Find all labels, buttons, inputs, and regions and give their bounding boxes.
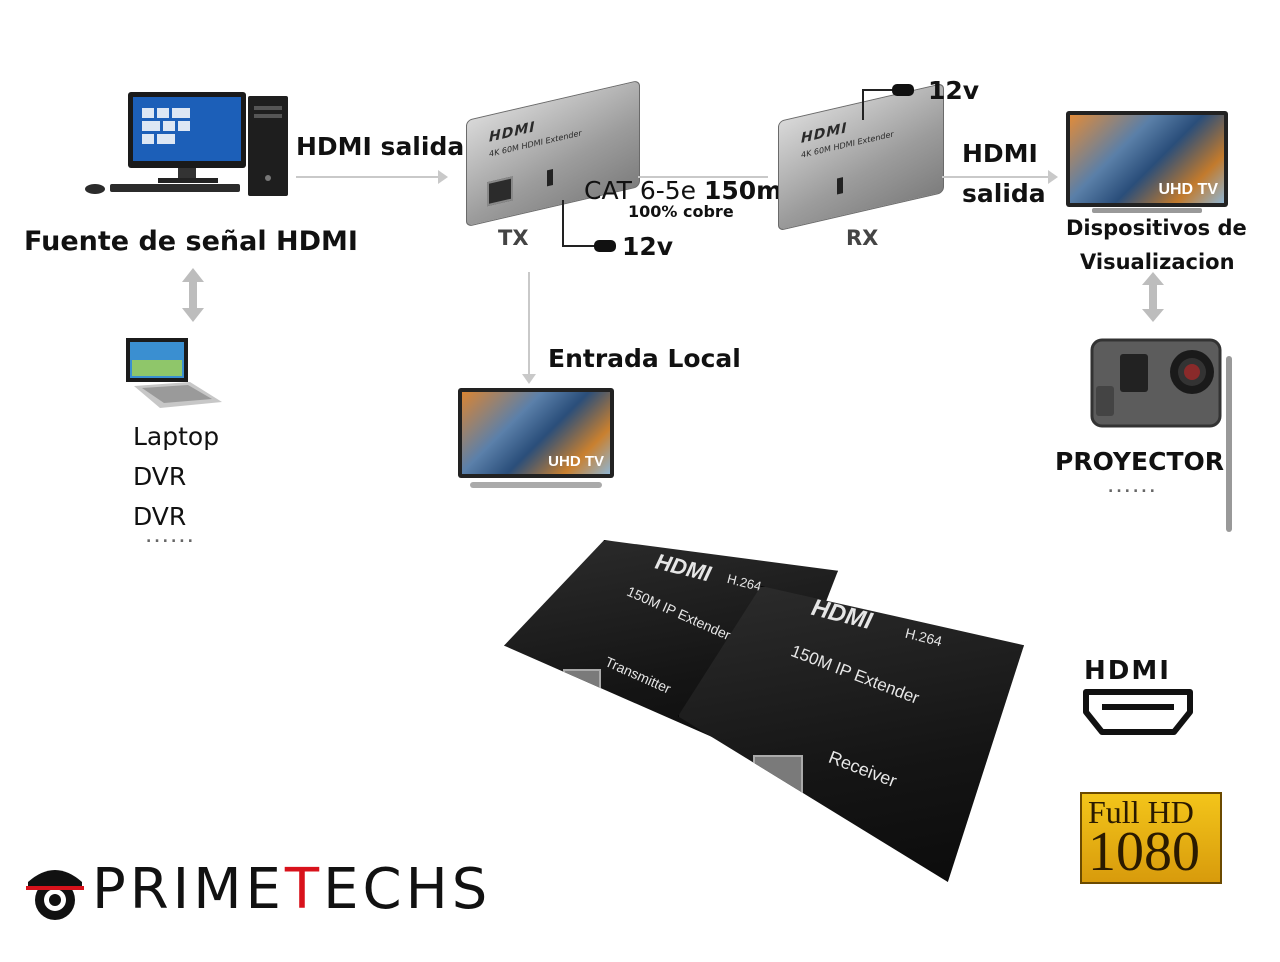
arrow-right-icon xyxy=(438,170,448,184)
display-tv: UHD TV xyxy=(1066,111,1228,207)
double-arrow-vertical-icon xyxy=(1138,272,1168,322)
transmitter-model: 150M IP Extender xyxy=(624,582,734,644)
tx-power-cable-h xyxy=(562,245,596,247)
local-tv: UHD TV xyxy=(458,388,614,478)
connector-rx-display xyxy=(942,176,1050,178)
receiver-model: 150M IP Extender xyxy=(788,641,922,708)
projector-label: PROYECTOR xyxy=(1055,447,1225,476)
dvr-label-1: DVR xyxy=(133,462,187,491)
tx-power-plug-icon xyxy=(594,240,616,252)
rx-hdmi-port xyxy=(837,177,843,195)
arrow-down-icon xyxy=(522,374,536,384)
rx-power-cable-h xyxy=(862,89,894,91)
tx-hdmi-port xyxy=(547,169,553,187)
display-tv-stand xyxy=(1092,208,1202,213)
brand-prefix: PRIME xyxy=(92,857,285,922)
hdmi-output-label-left: HDMI salida xyxy=(296,132,465,161)
brand-suffix: ECHS xyxy=(323,857,492,922)
display-label-1: Dispositivos de xyxy=(1066,216,1247,240)
hdmi-logo-text: HDMI xyxy=(1084,656,1171,686)
primetechs-logo-icon xyxy=(24,858,86,922)
cable-type-label: CAT 6-5e xyxy=(584,176,697,205)
double-arrow-vertical-icon xyxy=(178,268,208,322)
hdmi-logo-badge: HDMI xyxy=(1080,656,1196,740)
dvr-label-2: DVR xyxy=(133,502,187,531)
display-uhd-label: UHD TV xyxy=(1158,181,1218,198)
local-tv-screen: UHD TV xyxy=(462,392,610,474)
transmitter-brand: HDMI xyxy=(652,548,714,587)
arrow-right-icon xyxy=(1048,170,1058,184)
rx-extender: HDMI 4K 60M HDMI Extender xyxy=(778,82,944,232)
right-bracket-line xyxy=(1226,356,1232,532)
rx-power-label: 12v xyxy=(928,76,980,105)
more-displays-dots: ...... xyxy=(1108,480,1158,496)
local-tv-stand xyxy=(470,482,602,488)
receiver-role: Receiver xyxy=(825,746,900,792)
rx-power-cable-v xyxy=(862,90,864,120)
full-hd-badge: Full HD 1080 xyxy=(1080,792,1222,884)
receiver-brand: HDMI xyxy=(808,593,875,636)
full-hd-bottom: 1080 xyxy=(1088,821,1200,883)
receiver-ethernet-port xyxy=(753,755,803,797)
tx-label: TX xyxy=(498,226,529,250)
rx-power-plug-icon xyxy=(892,84,914,96)
more-sources-dots: ...... xyxy=(146,530,196,546)
laptop-icon xyxy=(124,336,224,410)
copper-label: 100% cobre xyxy=(628,202,734,221)
connector-pc-tx xyxy=(296,176,446,178)
transmitter-codec: H.264 xyxy=(725,571,764,594)
hdmi-output-label-right-2: salida xyxy=(962,179,1046,208)
hdmi-output-label-right-1: HDMI xyxy=(962,139,1038,168)
hdmi-connector-icon xyxy=(1083,689,1193,735)
local-uhd-label: UHD TV xyxy=(548,453,604,470)
projector-camera-icon xyxy=(1090,336,1224,430)
connector-tx-rx xyxy=(638,176,768,178)
tx-power-cable-v xyxy=(562,200,564,246)
source-label: Fuente de señal HDMI xyxy=(24,226,358,257)
connector-tx-local xyxy=(528,272,530,376)
tx-extender: HDMI 4K 60M HDMI Extender xyxy=(466,79,640,228)
transmitter-role: Transmitter xyxy=(602,653,674,697)
full-hd-top: Full HD xyxy=(1088,794,1194,830)
desktop-pc-icon xyxy=(80,88,295,200)
transmitter-ethernet-port xyxy=(563,669,601,703)
display-label-2: Visualizacion xyxy=(1080,250,1235,274)
brand-highlight: T xyxy=(284,857,324,922)
laptop-label: Laptop xyxy=(133,422,220,451)
brand-wordmark: PRIMETECHS xyxy=(92,858,491,922)
tx-power-label: 12v xyxy=(622,232,674,261)
rx-label: RX xyxy=(846,226,879,250)
display-tv-screen: UHD TV xyxy=(1070,115,1224,203)
local-input-label: Entrada Local xyxy=(548,344,741,373)
receiver-codec: H.264 xyxy=(903,624,944,650)
tx-ethernet-port xyxy=(487,176,513,207)
